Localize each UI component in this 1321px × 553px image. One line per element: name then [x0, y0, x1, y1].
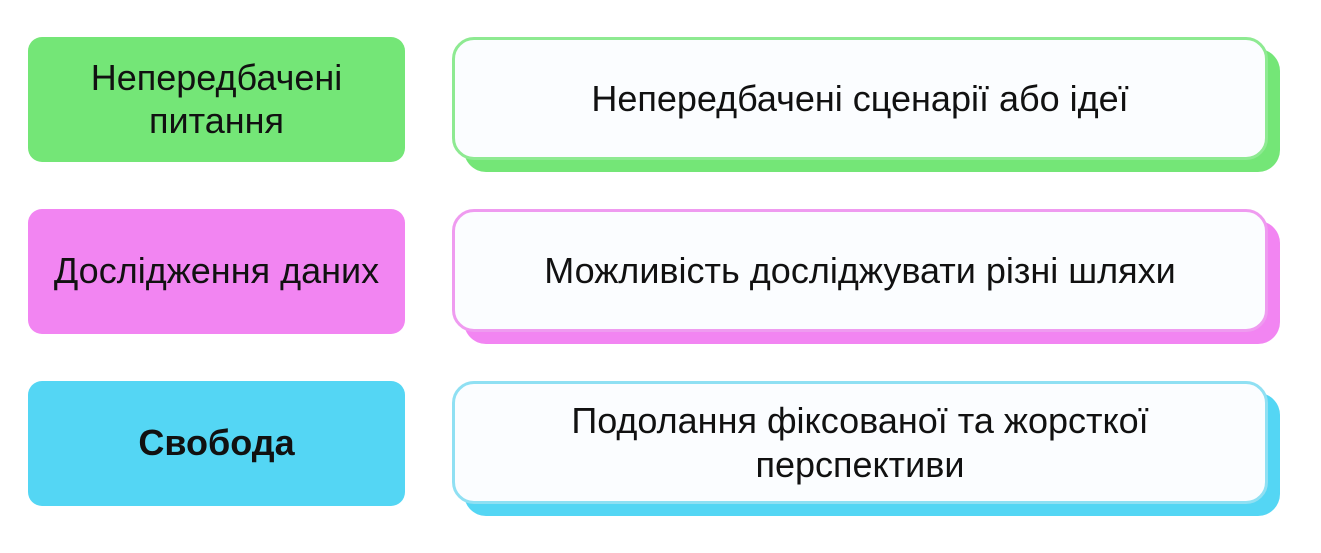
- description-card: Непередбачені сценарії або ідеї: [452, 37, 1282, 174]
- description-card: Можливість досліджувати різні шляхи: [452, 209, 1282, 346]
- description-card: Подолання фіксованої та жорсткої перспек…: [452, 381, 1282, 518]
- description-label: Можливість досліджувати різні шляхи: [544, 249, 1176, 291]
- term-box: Непередбачені питання: [28, 37, 405, 162]
- description-box: Непередбачені сценарії або ідеї: [452, 37, 1268, 160]
- term-label: Непередбачені питання: [90, 57, 343, 141]
- description-label: Непередбачені сценарії або ідеї: [591, 77, 1129, 119]
- term-label: Свобода: [138, 422, 295, 464]
- row-freedom: Свобода Подолання фіксованої та жорсткої…: [0, 381, 1321, 517]
- row-data-exploration: Дослідження даних Можливість досліджуват…: [0, 209, 1321, 345]
- term-box: Свобода: [28, 381, 405, 506]
- term-label: Дослідження даних: [53, 250, 380, 292]
- description-box: Подолання фіксованої та жорсткої перспек…: [452, 381, 1268, 504]
- description-label: Подолання фіксованої та жорсткої перспек…: [571, 400, 1149, 485]
- row-unexpected-questions: Непередбачені питання Непередбачені сцен…: [0, 37, 1321, 173]
- description-box: Можливість досліджувати різні шляхи: [452, 209, 1268, 332]
- term-box: Дослідження даних: [28, 209, 405, 334]
